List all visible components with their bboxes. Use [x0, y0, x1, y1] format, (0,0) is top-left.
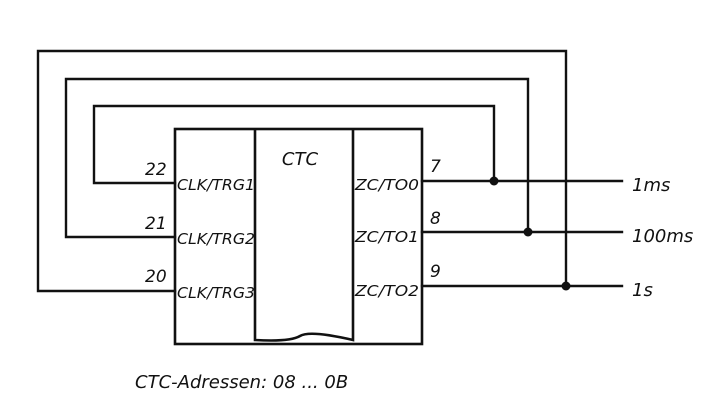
- output-pin-label-to1: ZC/TO1: [354, 228, 419, 246]
- signal-label-100ms: 100ms: [632, 226, 693, 247]
- input-pin-label-trg2: CLK/TRG2: [177, 230, 255, 248]
- chip-left-divider: [253, 129, 355, 342]
- chip-title: CTC: [282, 149, 319, 170]
- output-pin-label-to2: ZC/TO2: [354, 282, 419, 300]
- feedback-wire-1ms: [92, 104, 496, 185]
- signal-label-1ms: 1ms: [632, 175, 670, 196]
- junction-dot-1s: [561, 281, 571, 291]
- output-pin-label-to0: ZC/TO0: [354, 176, 419, 194]
- junction-dot-1ms: [489, 176, 499, 186]
- input-pin-label-trg1: CLK/TRG1: [177, 176, 255, 194]
- output-pin-number-8: 8: [430, 209, 441, 229]
- output-pin-number-9: 9: [430, 262, 441, 282]
- signal-label-1s: 1s: [632, 280, 653, 301]
- feedback-wire-100ms: [64, 77, 530, 239]
- input-pin-number-21: 21: [145, 214, 167, 234]
- input-pin-number-20: 20: [145, 267, 167, 287]
- feedback-wire-1s: [36, 49, 568, 293]
- ctc-chip-body: [173, 127, 424, 346]
- input-pin-label-trg3: CLK/TRG3: [177, 284, 255, 302]
- output-pin-number-7: 7: [430, 157, 441, 177]
- junction-dot-100ms: [523, 227, 533, 237]
- input-pin-number-22: 22: [145, 160, 167, 180]
- address-caption: CTC-Adressen: 08 ... 0B: [135, 372, 348, 393]
